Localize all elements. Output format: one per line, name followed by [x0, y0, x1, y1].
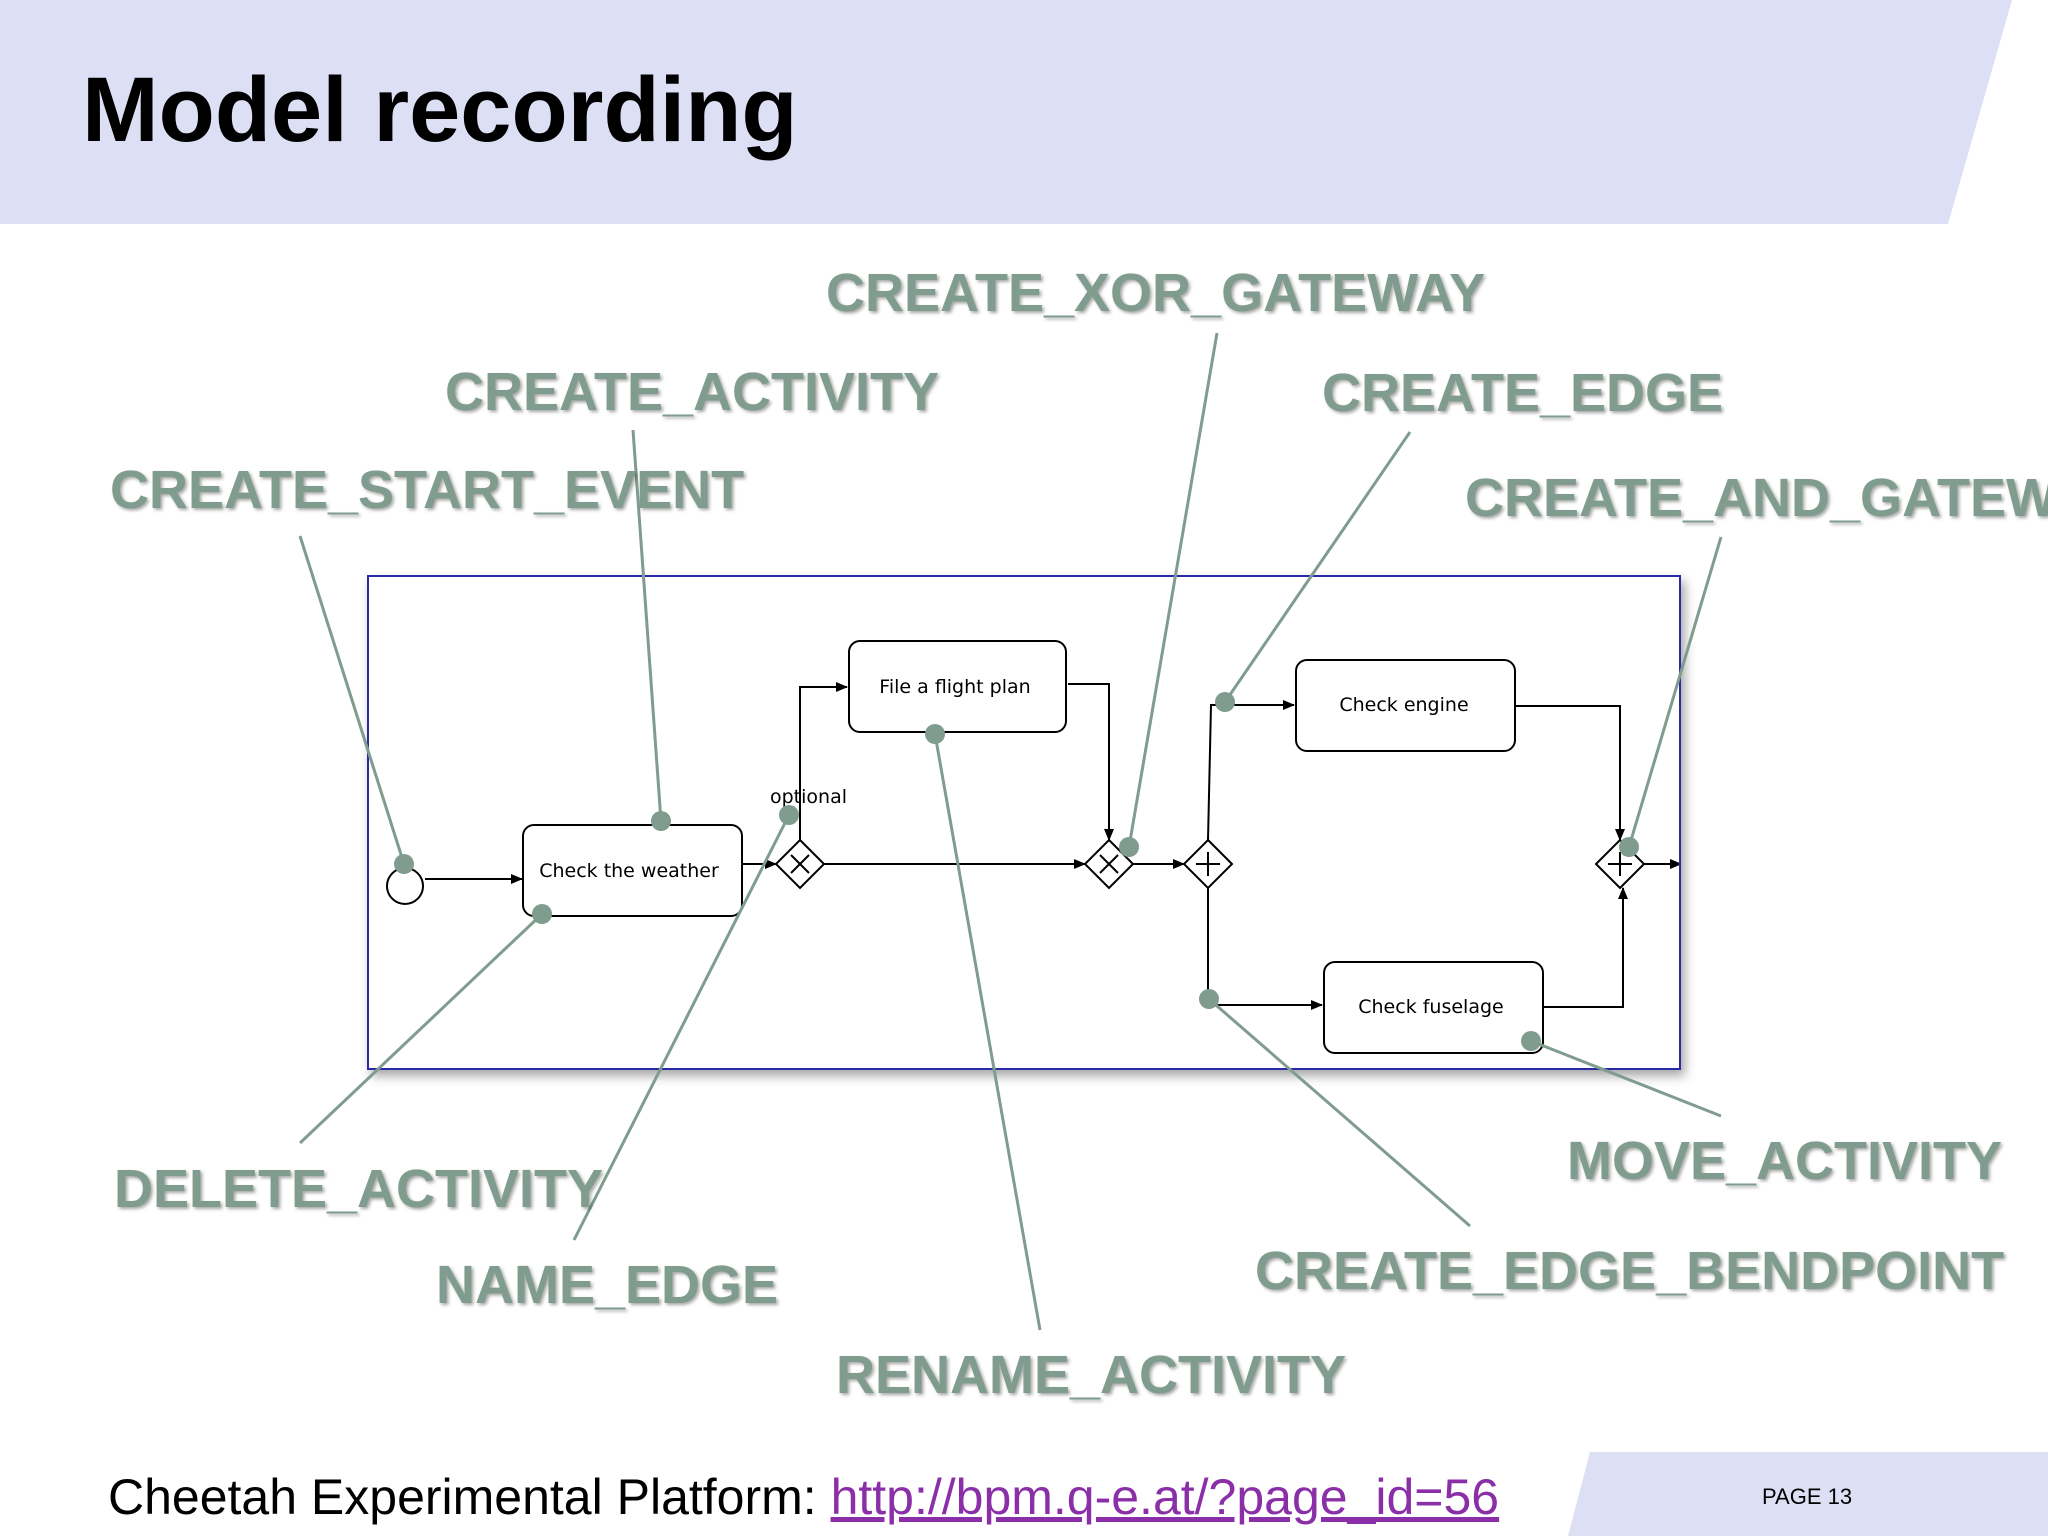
activity-check-weather[interactable]: Check the weather — [522, 824, 743, 917]
activity-label: Check fuselage — [1358, 996, 1503, 1018]
callout-create-edge: CREATE_EDGE — [1322, 363, 1724, 423]
activity-label: File a flight plan — [879, 676, 1030, 698]
page-title: Model recording — [82, 59, 798, 161]
platform-link[interactable]: http://bpm.q-e.at/?page_id=56 — [830, 1469, 1500, 1525]
and-gateway-join[interactable] — [1594, 838, 1646, 890]
edge-label-optional: optional — [770, 786, 847, 808]
callout-create-and-gateway: CREATE_AND_GATEWA — [1465, 468, 2048, 528]
callout-delete-activity: DELETE_ACTIVITY — [114, 1159, 604, 1219]
edge-and-split-to-engine — [1207, 700, 1295, 841]
callout-create-activity: CREATE_ACTIVITY — [445, 362, 940, 422]
edge-xor-to-flightplan — [799, 682, 848, 840]
start-event[interactable] — [386, 867, 424, 905]
xor-gateway-split[interactable] — [774, 838, 826, 890]
callout-name-edge: NAME_EDGE — [436, 1255, 779, 1315]
header-band — [0, 0, 2012, 224]
activity-check-engine[interactable]: Check engine — [1295, 659, 1516, 752]
callout-create-edge-bendpoint: CREATE_EDGE_BENDPOINT — [1255, 1241, 2005, 1301]
and-gateway-split[interactable] — [1182, 838, 1234, 890]
xor-gateway-join[interactable] — [1083, 838, 1135, 890]
edge-flightplan-to-xor-join — [1068, 683, 1114, 841]
activity-label: Check engine — [1339, 694, 1468, 716]
callout-create-start-event: CREATE_START_EVENT — [110, 460, 745, 520]
edge-fuselage-to-and-join — [1543, 887, 1628, 1008]
callout-rename-activity: RENAME_ACTIVITY — [836, 1345, 1347, 1405]
footer-prefix: Cheetah Experimental Platform: — [108, 1469, 831, 1525]
activity-file-flight-plan[interactable]: File a flight plan — [848, 640, 1067, 733]
callout-create-xor-gateway: CREATE_XOR_GATEWAY — [826, 263, 1486, 323]
diagram-frame: Check the weather File a flight plan Che… — [367, 575, 1681, 1070]
page-number: PAGE 13 — [1762, 1484, 1853, 1509]
activity-label: Check the weather — [539, 860, 719, 882]
activity-check-fuselage[interactable]: Check fuselage — [1323, 961, 1544, 1054]
footer-citation: Cheetah Experimental Platform: http://bp… — [108, 1472, 1499, 1522]
process-diagram: Check the weather File a flight plan Che… — [386, 640, 1679, 1054]
edge-engine-to-and-join — [1515, 705, 1625, 841]
callout-move-activity: MOVE_ACTIVITY — [1567, 1131, 2003, 1191]
edge-and-split-to-fuselage — [1207, 888, 1323, 1010]
